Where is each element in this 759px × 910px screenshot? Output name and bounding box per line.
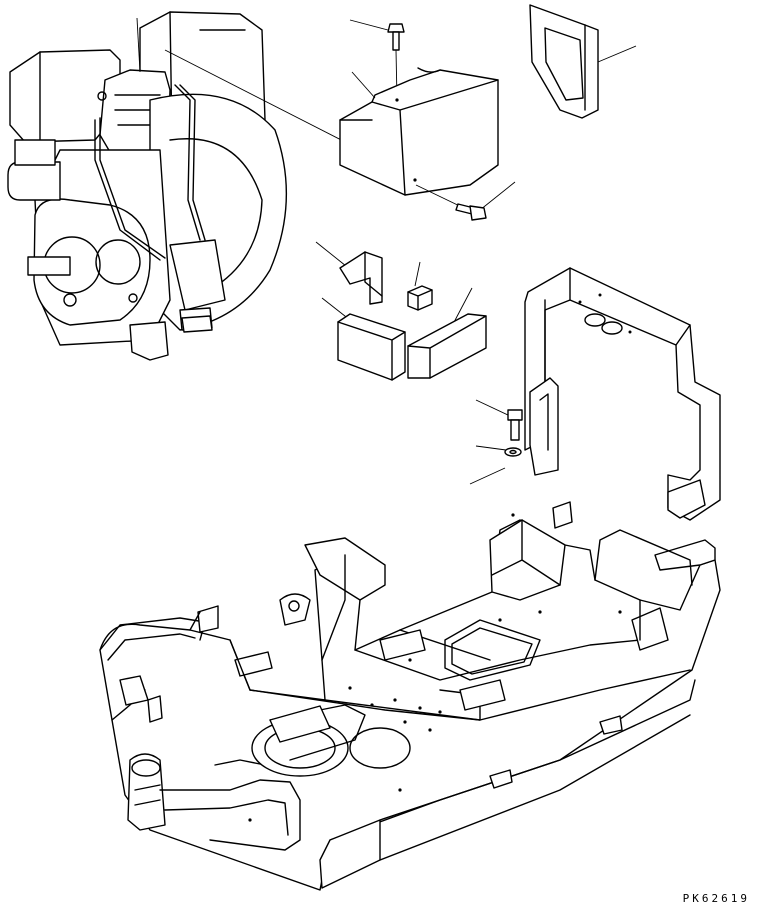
long-block-right	[407, 287, 487, 379]
frame-washer	[469, 445, 522, 485]
cover-bolt-lower	[415, 181, 516, 221]
guard-frame	[524, 267, 721, 521]
long-block-left	[321, 297, 406, 381]
small-block	[407, 261, 433, 311]
engine-cover	[339, 67, 499, 196]
frame-bolt	[475, 399, 523, 441]
revolving-frame	[99, 501, 721, 891]
angle-spacer	[315, 241, 383, 305]
rubber-seal	[529, 4, 637, 119]
drawing-code: PK62619	[683, 892, 750, 905]
engine	[7, 11, 401, 361]
